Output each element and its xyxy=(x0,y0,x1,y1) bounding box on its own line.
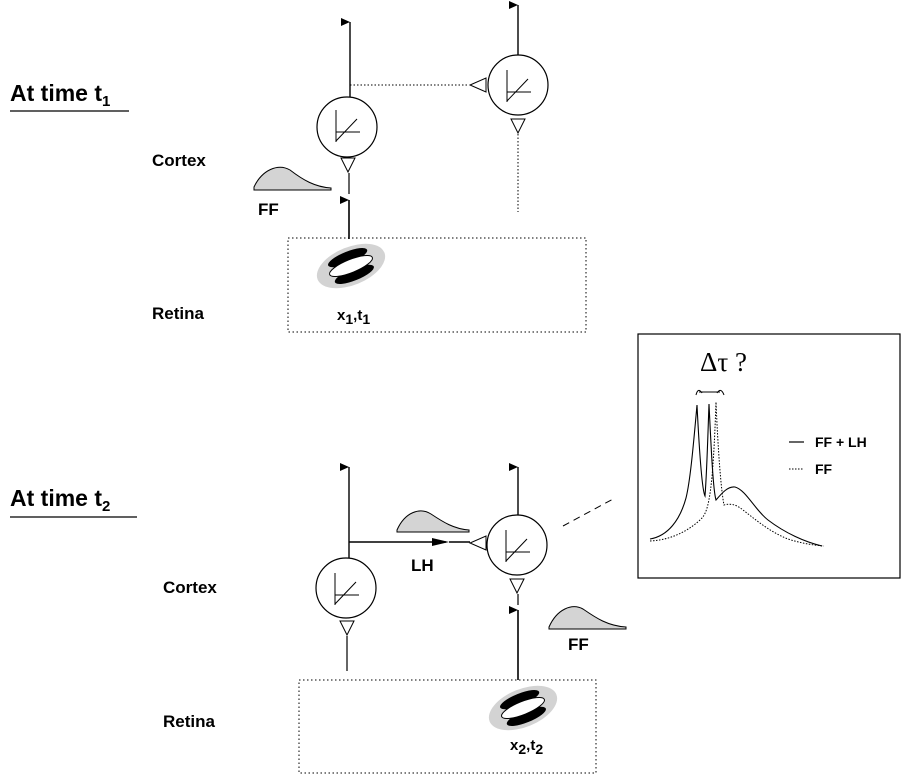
inset-title: Δτ ? xyxy=(700,347,747,377)
synapse-b-t1 xyxy=(510,118,526,135)
synapse-a-t2 xyxy=(339,620,355,637)
inset-response-panel: Δτ ? FF + LH FF xyxy=(637,333,901,579)
neuron-a-t1 xyxy=(316,96,378,158)
ff-label-t2: FF xyxy=(568,635,589,654)
lh-label-t2: LH xyxy=(411,556,434,575)
ff-only-response-trace xyxy=(649,401,825,547)
retina-box-t2 xyxy=(298,679,597,774)
stimulus-coord-t2: x2,t2 xyxy=(510,737,543,757)
legend-item-ff: FF xyxy=(815,461,833,477)
ff-label-t1: FF xyxy=(258,200,279,219)
retina-label-t1: Retina xyxy=(152,304,205,323)
heading-t1: At time t1 xyxy=(10,80,110,110)
stimulus-gabor-t2 xyxy=(488,685,558,731)
cortex-label-t1: Cortex xyxy=(152,151,206,170)
synapse-lateral-b-t1 xyxy=(468,77,487,93)
stimulus-coord-t1: x1,t1 xyxy=(337,307,370,327)
inset-frame xyxy=(637,333,901,579)
panel-time-t2: At time t2 Cortex Retina LH FF xyxy=(10,463,627,774)
heading-t2: At time t2 xyxy=(10,485,110,515)
inset-pointer-line xyxy=(562,497,616,527)
neuron-b-t2 xyxy=(486,514,548,576)
ff-response-curve-t1 xyxy=(253,166,332,191)
cortex-label-t2: Cortex xyxy=(163,578,217,597)
ff-response-curve-t2 xyxy=(548,606,627,630)
ff-lh-response-trace xyxy=(649,403,823,547)
neuron-a-t2 xyxy=(315,557,377,619)
synapse-b-t2 xyxy=(509,578,525,595)
neuron-b-t1 xyxy=(487,54,549,116)
synapse-lateral-b-t2 xyxy=(468,535,487,551)
delta-tau-marker xyxy=(695,389,725,396)
retina-box-t1 xyxy=(287,237,587,333)
legend-item-ff-lh: FF + LH xyxy=(815,434,867,450)
inset-legend: FF + LH FF xyxy=(789,434,867,477)
retina-label-t2: Retina xyxy=(163,712,216,731)
lateral-arrowhead xyxy=(432,538,449,546)
stimulus-gabor-t1 xyxy=(316,243,386,289)
synapse-a-t1 xyxy=(340,157,356,174)
lh-response-curve xyxy=(396,510,470,533)
panel-time-t1: At time t1 Cortex Retina FF xyxy=(10,1,587,333)
